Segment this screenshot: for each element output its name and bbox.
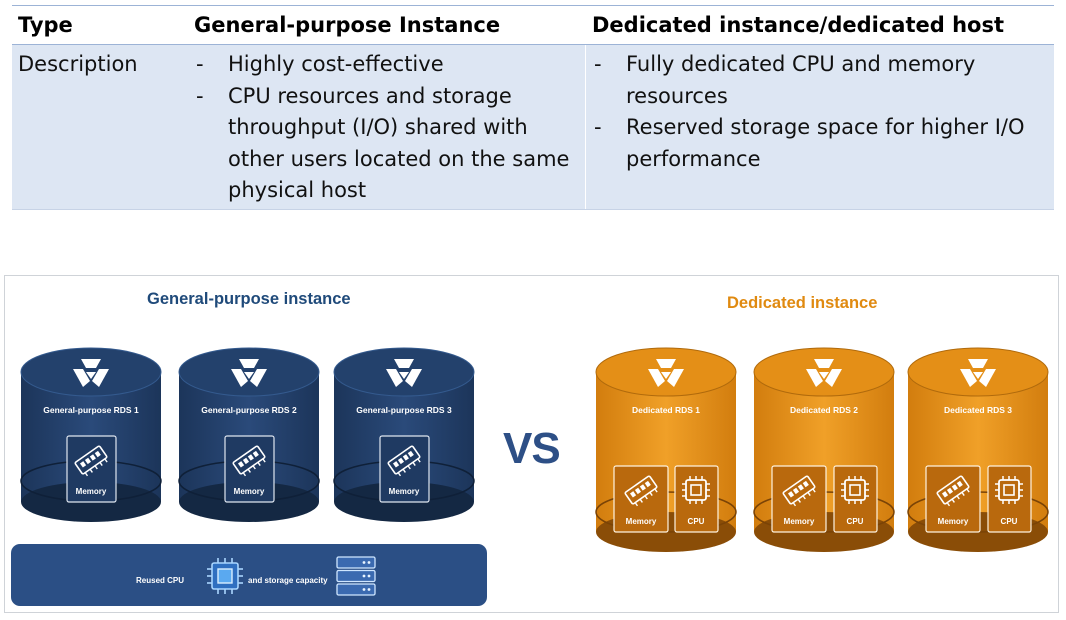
dedicated-cylinder-2	[753, 347, 895, 552]
header-type: Type	[18, 13, 73, 37]
general-node-label: General-purpose RDS 3	[356, 405, 452, 415]
memory-label: Memory	[783, 517, 815, 526]
header-dedicated: Dedicated instance/dedicated host	[592, 13, 1004, 37]
general-point: CPU resources and storage throughput (I/…	[194, 81, 585, 207]
dedicated-node-label: Dedicated RDS 1	[631, 405, 701, 415]
general-node-label: General-purpose RDS 2	[201, 405, 297, 415]
dedicated-description: Fully dedicated CPU and memory resources…	[586, 45, 1054, 209]
vs-label: VS	[503, 424, 561, 473]
general-purpose-title: General-purpose instance	[147, 290, 351, 308]
general-node-label: General-purpose RDS 1	[43, 405, 139, 415]
diagram-graphics	[11, 347, 1049, 606]
storage-capacity-text: and storage capacity	[248, 576, 328, 585]
cpu-label: CPU	[1000, 517, 1018, 526]
general-point: Highly cost-effective	[194, 49, 585, 81]
header-general-purpose: General-purpose Instance	[194, 13, 586, 37]
memory-label: Memory	[75, 487, 107, 496]
instance-comparison-diagram: General-purpose instance Dedicated insta…	[4, 275, 1059, 613]
dedicated-cylinder-3	[907, 347, 1049, 552]
dedicated-node-label: Dedicated RDS 2	[789, 405, 859, 415]
memory-label: Memory	[937, 517, 969, 526]
dedicated-point: Fully dedicated CPU and memory resources	[592, 49, 1054, 112]
memory-label: Memory	[388, 487, 420, 496]
memory-label: Memory	[625, 517, 657, 526]
general-description: Highly cost-effective CPU resources and …	[194, 45, 586, 209]
table-row-description: Description Highly cost-effective CPU re…	[12, 45, 1054, 210]
table-header-row: Type General-purpose Instance Dedicated …	[12, 6, 1054, 45]
dedicated-title: Dedicated instance	[727, 294, 878, 312]
shared-resources-bar	[11, 544, 487, 606]
dedicated-cylinder-1	[595, 347, 737, 552]
storage-server-icon	[336, 556, 376, 596]
general-cylinder-2	[178, 347, 320, 522]
dedicated-node-label: Dedicated RDS 3	[943, 405, 1013, 415]
general-cylinder-3	[333, 347, 475, 522]
memory-label: Memory	[233, 487, 265, 496]
cpu-label: CPU	[687, 517, 705, 526]
reused-cpu-text: Reused CPU	[136, 576, 185, 585]
dedicated-point: Reserved storage space for higher I/O pe…	[592, 112, 1054, 175]
general-cylinder-1	[20, 347, 162, 522]
cpu-icon	[207, 558, 243, 594]
comparison-table: Type General-purpose Instance Dedicated …	[12, 5, 1054, 210]
row-label-description: Description	[18, 52, 138, 76]
cpu-label: CPU	[846, 517, 864, 526]
